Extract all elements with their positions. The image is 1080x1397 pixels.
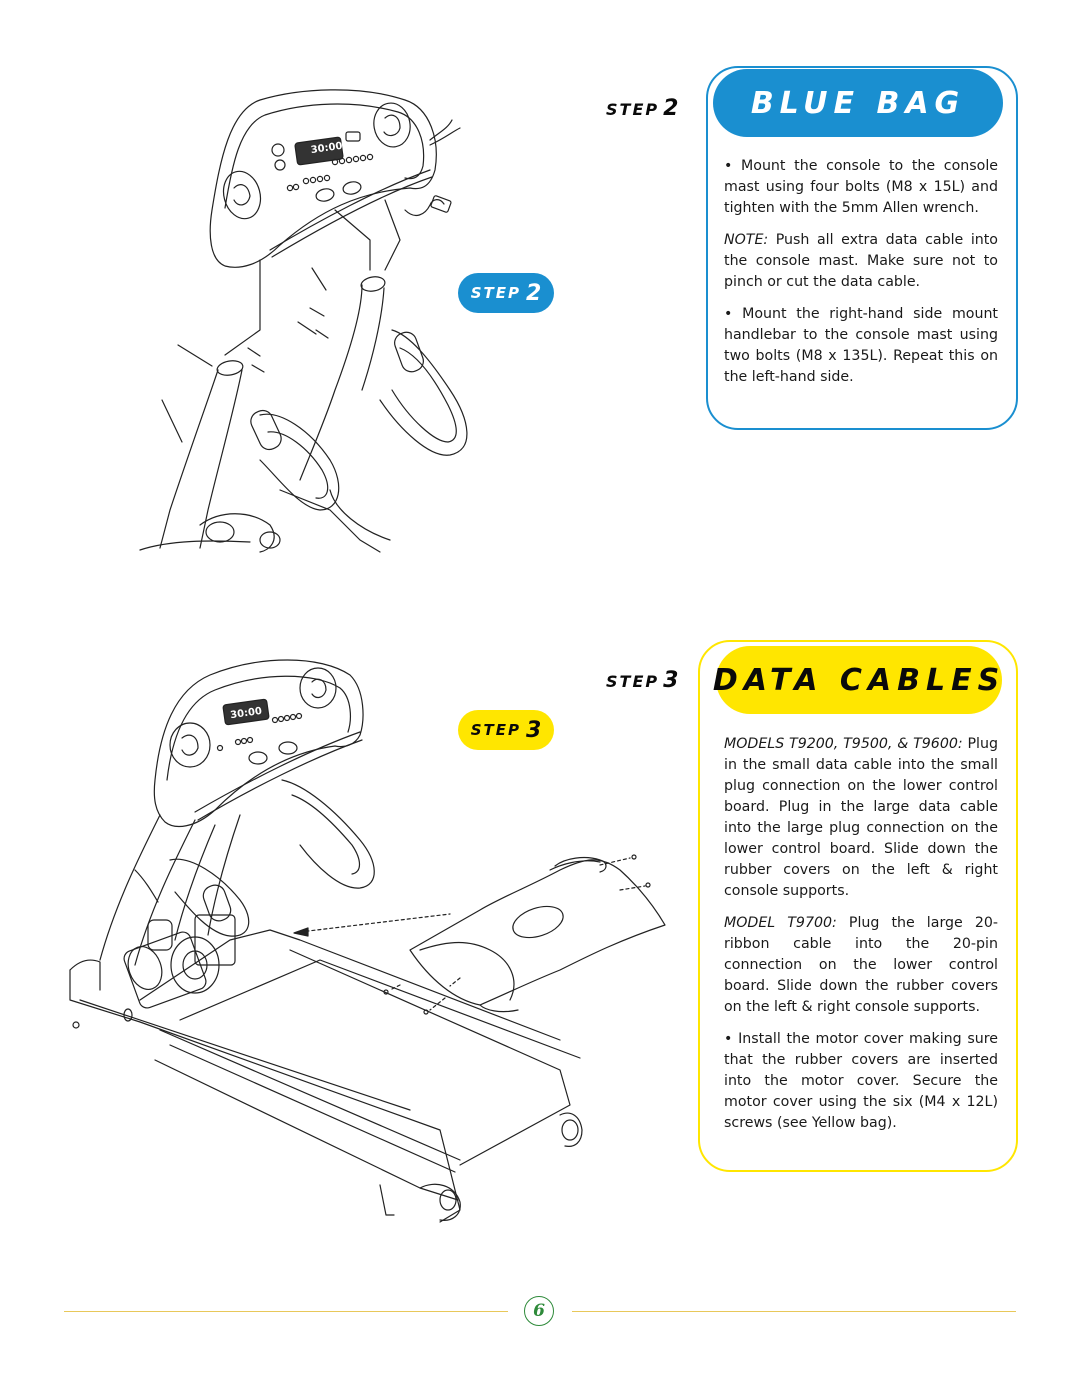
data-cables-title: DATA CABLES	[713, 646, 1002, 714]
instruction-mount-console: • Mount the console to the console mast …	[724, 158, 998, 216]
note-text: Push all extra data cable into the conso…	[724, 232, 998, 290]
model2-label: MODEL T9700:	[724, 915, 837, 931]
step-number: 3	[663, 668, 679, 693]
step-word: STEP	[606, 672, 660, 691]
step-number: 2	[525, 280, 542, 306]
models-label: MODELS T9200, T9500, & T9600:	[724, 736, 963, 752]
console-display-time: 30:00	[230, 706, 263, 721]
blue-bag-instructions: • Mount the console to the console mast …	[724, 156, 998, 399]
instruction-install-motor-cover: • Install the motor cover making sure th…	[724, 1031, 998, 1131]
step-word: STEP	[470, 284, 521, 302]
instruction-models-t9200: MODELS T9200, T9500, & T9600: Plug in th…	[724, 734, 998, 902]
footer-line-left	[64, 1311, 508, 1312]
step-word: STEP	[606, 100, 660, 119]
page-number: 6	[524, 1296, 554, 1326]
instruction-mount-handlebar: • Mount the right-hand side mount handle…	[724, 306, 998, 385]
step-number: 3	[525, 717, 542, 743]
console-display-time: 30:00	[310, 141, 343, 156]
step-word: STEP	[470, 721, 521, 739]
blue-bag-title: BLUE BAG	[713, 69, 1003, 137]
step-number: 2	[663, 96, 679, 121]
treadmill-motor-cover-illustration: 30:00	[69, 659, 666, 1223]
model2-text: Plug the large 20-ribbon cable into the …	[724, 915, 998, 1015]
footer-line-right	[572, 1311, 1016, 1312]
data-cables-box	[698, 640, 1018, 1172]
data-cables-instructions: MODELS T9200, T9500, & T9600: Plug in th…	[724, 734, 998, 1145]
models-text: Plug in the small data cable into the sm…	[724, 736, 998, 899]
instruction-model-t9700: MODEL T9700: Plug the large 20-ribbon ca…	[724, 913, 998, 1018]
console-mounting-illustration: 30:00	[139, 89, 468, 553]
instruction-note: NOTE: Push all extra data cable into the…	[724, 230, 998, 293]
note-label: NOTE:	[724, 232, 769, 248]
